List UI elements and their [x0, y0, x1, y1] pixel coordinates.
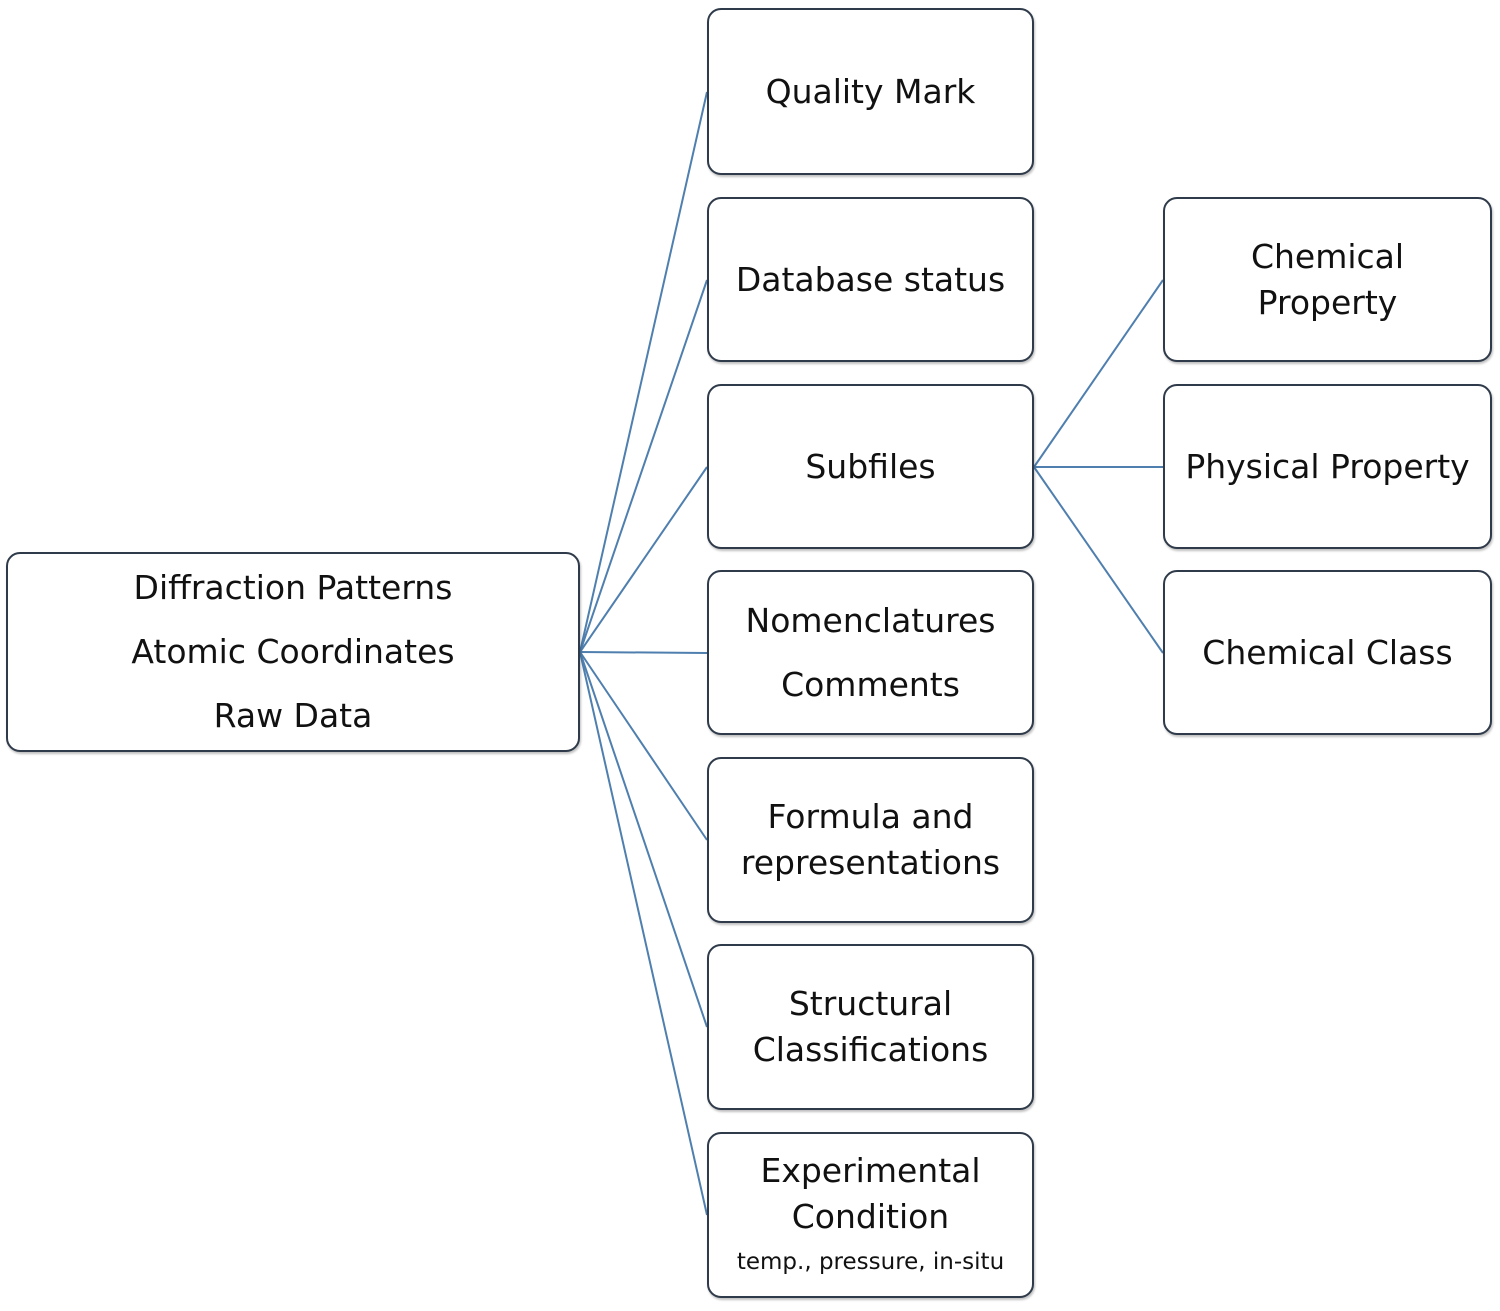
experimental-condition-box: Experimental Condition temp., pressure, … — [707, 1132, 1034, 1298]
connector-subfiles-chemical-class — [1033, 466, 1164, 654]
nomenclatures-label: Nomenclatures — [745, 600, 996, 640]
connector-root-nomenclatures — [579, 651, 708, 654]
structural-label-line-1: Structural — [788, 984, 953, 1023]
experimental-label-line-2: Condition — [791, 1197, 950, 1236]
connector-root-formula — [579, 651, 708, 841]
subfiles-box: Subfiles — [707, 384, 1034, 549]
root-line-1: Diffraction Patterns — [133, 568, 453, 607]
experimental-label-line-1: Experimental — [760, 1151, 981, 1190]
comments-label: Comments — [781, 664, 960, 704]
connector-root-quality-mark — [579, 91, 708, 653]
experimental-note: temp., pressure, in-situ — [736, 1249, 1005, 1275]
chemical-property-box: Chemical Property — [1163, 197, 1492, 362]
chemical-property-line-1: Chemical — [1250, 236, 1405, 276]
formula-label-line-2: representations — [740, 843, 1001, 882]
structural-classifications-box: Structural Classifications — [707, 944, 1034, 1110]
chemical-class-label: Chemical Class — [1202, 632, 1453, 672]
root-line-2: Atomic Coordinates — [131, 632, 455, 671]
database-status-box: Database status — [707, 197, 1034, 362]
connector-root-database-status — [579, 279, 708, 653]
formula-label-line-1: Formula and — [767, 797, 974, 836]
connector-root-subfiles — [579, 466, 708, 653]
nomenclatures-comments-box: Nomenclatures Comments — [707, 570, 1034, 735]
physical-property-box: Physical Property — [1163, 384, 1492, 549]
quality-mark-label: Quality Mark — [765, 71, 976, 111]
subfiles-label: Subfiles — [805, 446, 936, 486]
root-box: Diffraction Patterns Atomic Coordinates … — [6, 552, 580, 752]
structural-label-line-2: Classifications — [752, 1030, 989, 1069]
connector-root-experimental — [579, 651, 708, 1216]
connector-root-structural — [579, 651, 708, 1028]
quality-mark-box: Quality Mark — [707, 8, 1034, 175]
connector-subfiles-chemical-property — [1033, 279, 1164, 468]
database-status-label: Database status — [735, 259, 1006, 299]
chemical-property-line-2: Property — [1257, 282, 1398, 322]
physical-property-label: Physical Property — [1185, 446, 1470, 486]
chemical-class-box: Chemical Class — [1163, 570, 1492, 735]
root-line-3: Raw Data — [213, 696, 373, 735]
formula-representations-box: Formula and representations — [707, 757, 1034, 923]
